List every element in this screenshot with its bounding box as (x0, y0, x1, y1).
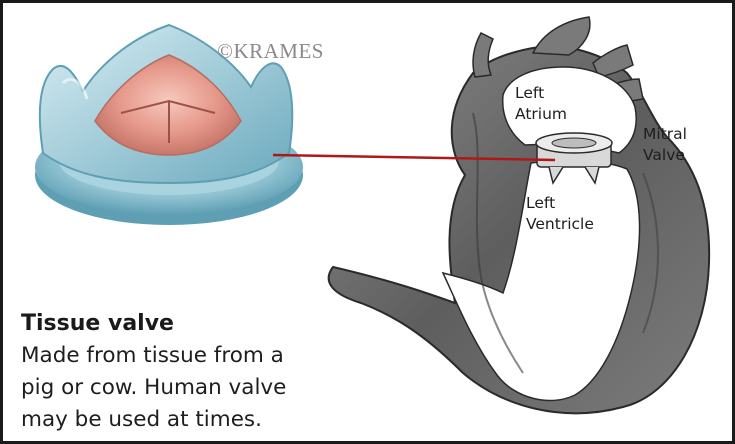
caption-line: may be used at times. (21, 404, 391, 436)
caption-title: Tissue valve (21, 311, 174, 336)
vena-cava (473, 33, 493, 77)
caption-description: Made from tissue from a pig or cow. Huma… (21, 340, 391, 436)
label-left-ventricle: Left Ventricle (526, 193, 594, 235)
label-line: Valve (643, 145, 687, 166)
label-line: Left (515, 83, 567, 104)
label-left-atrium: Left Atrium (515, 83, 567, 125)
caption-line: Made from tissue from a (21, 340, 391, 372)
label-line: Ventricle (526, 214, 594, 235)
label-line: Atrium (515, 104, 567, 125)
aorta-vessel (533, 17, 590, 55)
copyright-mark: ©KRAMES (217, 39, 324, 64)
label-line: Left (526, 193, 594, 214)
label-line: Mitral (643, 124, 687, 145)
label-mitral-valve: Mitral Valve (643, 124, 687, 166)
caption-line: pig or cow. Human valve (21, 372, 391, 404)
